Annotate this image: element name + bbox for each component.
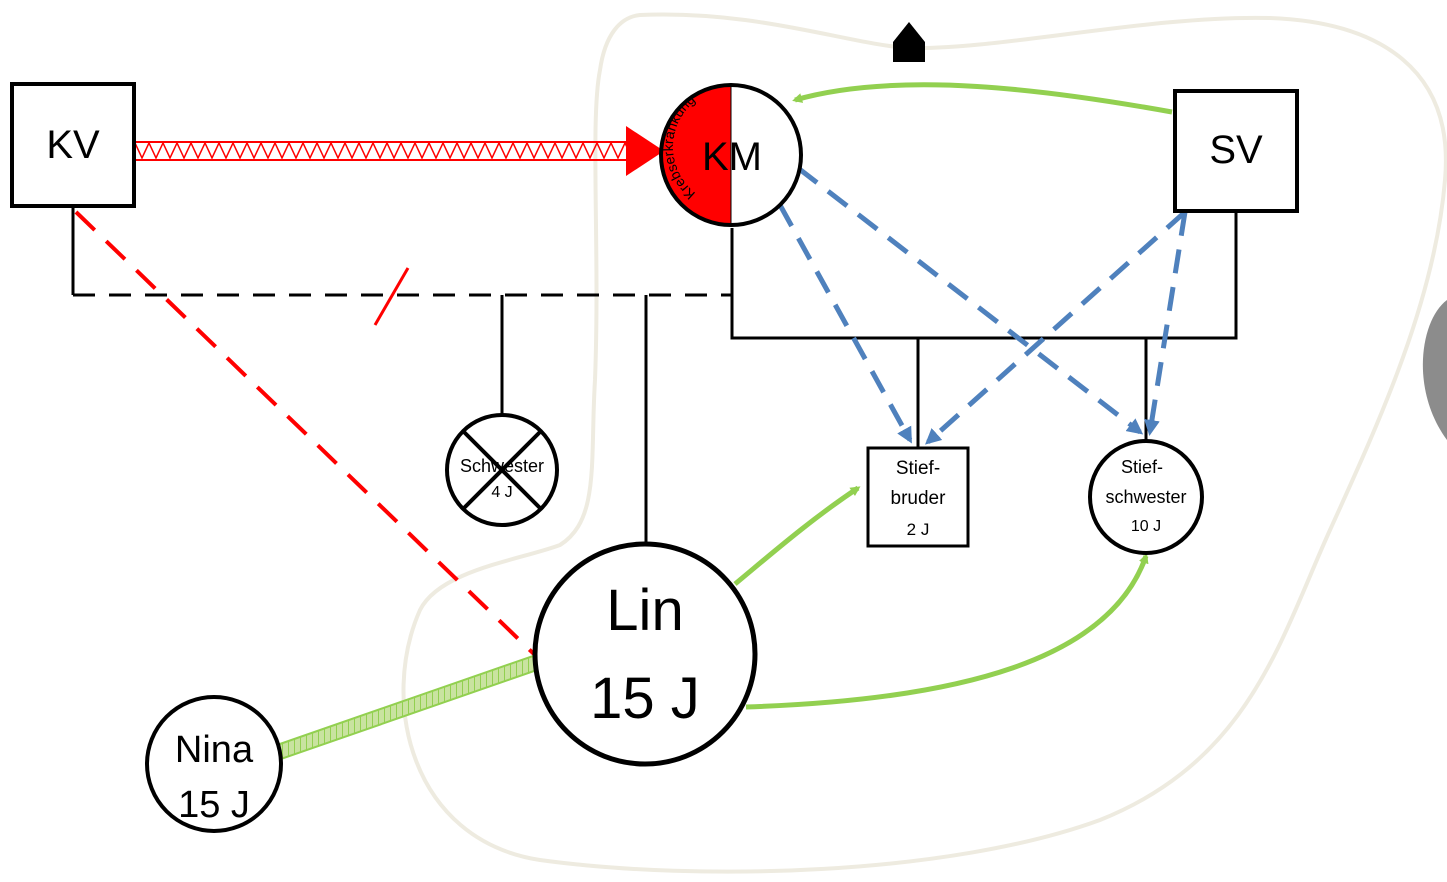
tension-arrows xyxy=(777,166,1188,445)
home-icon xyxy=(893,22,925,62)
nina-name: Nina xyxy=(175,729,254,771)
stiefschwester-node xyxy=(1088,439,1204,555)
schwester-name: Schwester xyxy=(460,456,544,476)
nina-age: 15 J xyxy=(178,784,250,826)
family-lines xyxy=(71,208,1238,545)
household-outline xyxy=(401,12,1447,874)
stiefbruder-line1: Stief- xyxy=(896,458,940,479)
hostile-arrowhead xyxy=(626,126,664,176)
schwester-node xyxy=(445,413,559,527)
conflict-line-kv-lin xyxy=(74,210,537,657)
sv-box xyxy=(1173,89,1299,213)
lin-name: Lin xyxy=(606,578,683,643)
bond-nina-lin xyxy=(275,654,539,761)
grey-shape xyxy=(1422,300,1447,440)
sv-label: SV xyxy=(1209,128,1263,172)
km-label: KM xyxy=(702,135,762,179)
separation-mark xyxy=(373,267,410,326)
nina-node xyxy=(145,695,283,833)
positive-arrows xyxy=(733,82,1173,710)
hostile-relation xyxy=(134,141,631,161)
lin-age: 15 J xyxy=(590,666,700,731)
kv-label: KV xyxy=(46,123,100,167)
km-node xyxy=(659,83,803,227)
stiefbruder-box xyxy=(866,446,970,548)
kv-box xyxy=(10,82,136,208)
schwester-age: 4 J xyxy=(491,484,512,501)
lin-node xyxy=(532,541,758,767)
stiefbruder-line2: bruder xyxy=(891,488,947,509)
stiefschwester-line2: schwester xyxy=(1105,487,1186,507)
stiefschwester-age: 10 J xyxy=(1131,518,1161,535)
stiefschwester-line1: Stief- xyxy=(1121,457,1163,477)
stiefbruder-age: 2 J xyxy=(907,520,930,539)
